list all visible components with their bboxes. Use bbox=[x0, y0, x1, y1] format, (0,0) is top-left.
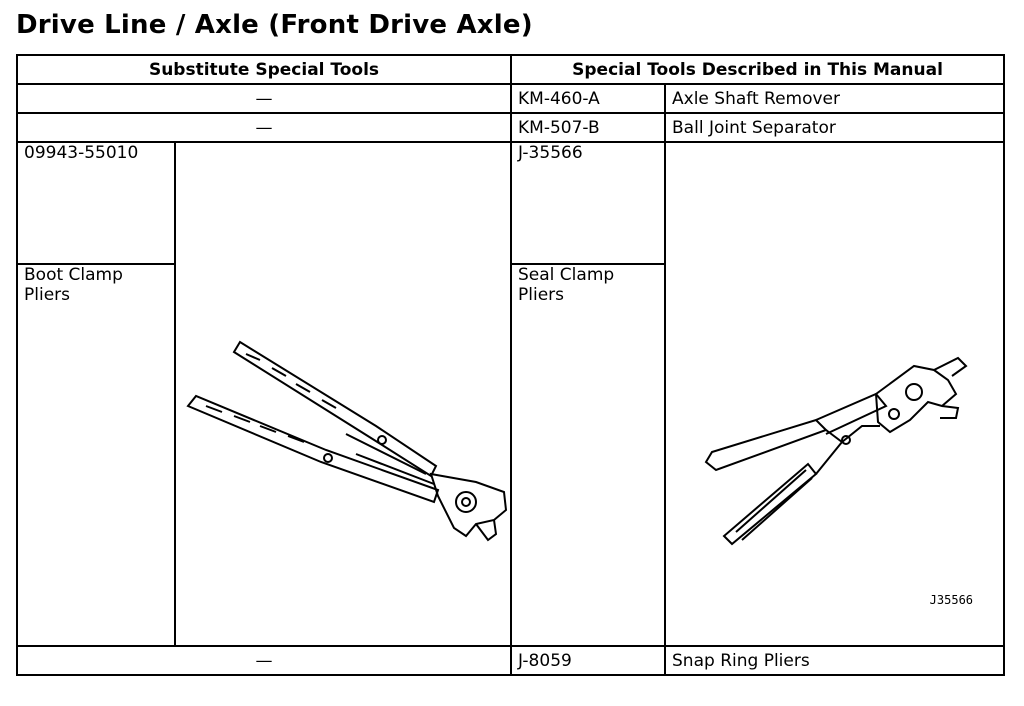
substitute-cell: — bbox=[15, 112, 513, 143]
page-title: Drive Line / Axle (Front Drive Axle) bbox=[16, 10, 533, 40]
manual-tool-code: J-35566 bbox=[510, 141, 667, 265]
table-row: Boot Clamp Pliers Seal Clamp Pliers bbox=[16, 263, 1004, 647]
substitute-cell: — bbox=[15, 83, 513, 114]
header-manual-tools: Special Tools Described in This Manual bbox=[510, 54, 1006, 85]
table-row: — J-8059 Snap Ring Pliers bbox=[15, 645, 1006, 676]
tool-name: Axle Shaft Remover bbox=[664, 83, 1006, 114]
table-row: — KM-507-B Ball Joint Separator bbox=[15, 112, 1006, 143]
tool-code: J-8059 bbox=[510, 645, 667, 676]
figure-label: J35566 bbox=[929, 593, 974, 607]
boot-clamp-pliers-illustration bbox=[173, 141, 513, 647]
substitute-tool-code: 09943-55010 bbox=[16, 141, 176, 265]
table-header-row: Substitute Special Tools Special Tools D… bbox=[15, 54, 1006, 85]
substitute-cell: — bbox=[15, 645, 513, 676]
special-tools-table: Substitute Special Tools Special Tools D… bbox=[15, 54, 1006, 676]
seal-clamp-pliers-drawing bbox=[704, 356, 968, 546]
tool-code: KM-460-A bbox=[510, 83, 667, 114]
tool-name: Snap Ring Pliers bbox=[664, 645, 1006, 676]
tool-code: KM-507-B bbox=[510, 112, 667, 143]
table-row: — KM-460-A Axle Shaft Remover bbox=[15, 83, 1006, 114]
table-row: 09943-55010 bbox=[16, 141, 1006, 647]
header-substitute-tools: Substitute Special Tools bbox=[15, 54, 513, 85]
boot-clamp-pliers-drawing bbox=[186, 340, 508, 542]
tool-name: Ball Joint Separator bbox=[664, 112, 1006, 143]
seal-clamp-pliers-illustration: J35566 bbox=[664, 141, 1006, 647]
substitute-tool-name: Boot Clamp Pliers bbox=[16, 263, 176, 647]
manual-tool-name: Seal Clamp Pliers bbox=[510, 263, 667, 647]
